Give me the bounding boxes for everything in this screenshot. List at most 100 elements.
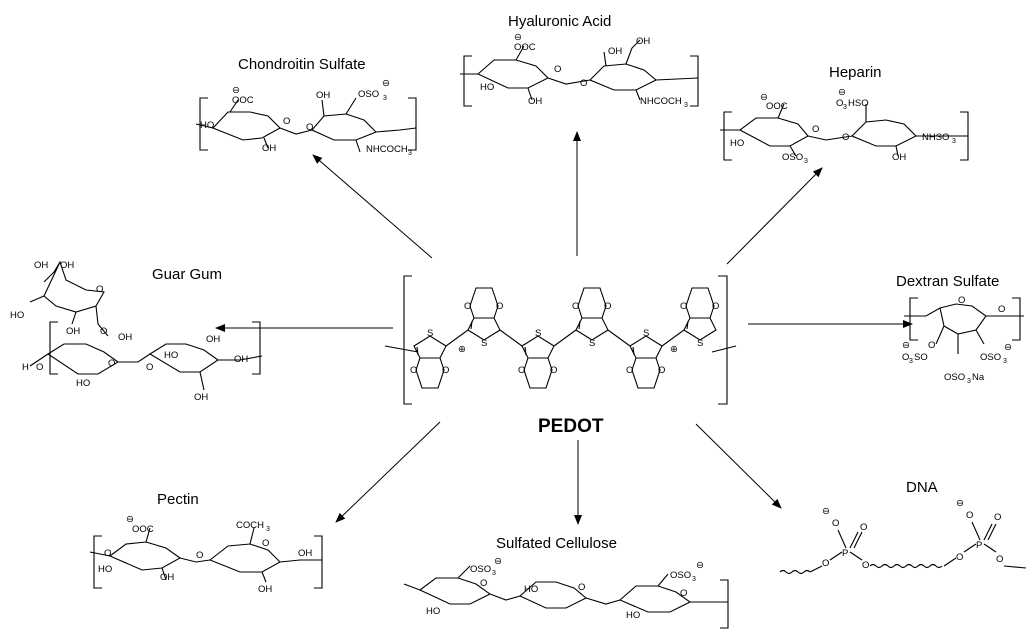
svg-text:3: 3 [408, 150, 412, 157]
chondroitin-charge-1: ⊖ [232, 85, 240, 96]
chondroitin-structure: OOC ⊖ OSO 3 ⊖ OH HO OH O O NHCOCH 3 [195, 78, 417, 157]
svg-text:OH: OH [60, 260, 74, 271]
svg-text:OH: OH [234, 354, 248, 365]
sulfur-atom: S [643, 328, 649, 339]
svg-text:O: O [108, 358, 115, 369]
charge-plus-left: ⊕ [458, 344, 466, 355]
label-dna: DNA [906, 479, 938, 496]
svg-text:HSO: HSO [848, 98, 869, 109]
svg-text:HO: HO [76, 378, 90, 389]
sulfur-atom: S [589, 338, 595, 349]
arrow-to-chondroitin [312, 154, 433, 259]
svg-text:⊖: ⊖ [838, 87, 846, 98]
chondroitin-oso: OSO [358, 89, 379, 100]
svg-text:OSO: OSO [980, 352, 1001, 363]
inter-ring-bond-3 [553, 329, 577, 347]
label-dextran-sulfate: Dextran Sulfate [896, 273, 999, 290]
svg-text:3: 3 [1003, 358, 1007, 365]
inter-ring-bond-4 [607, 329, 631, 347]
svg-text:O: O [146, 362, 153, 373]
svg-text:O: O [480, 578, 487, 589]
svg-text:O: O [842, 132, 849, 143]
oxygen-atom: O [680, 301, 687, 312]
svg-text:HO: HO [164, 350, 178, 361]
svg-text:OH: OH [194, 392, 208, 403]
cellulose-oso-1: OSO [470, 564, 491, 575]
svg-text:OH: OH [258, 584, 272, 595]
dioxane-ring-3 [523, 357, 553, 389]
svg-text:O: O [994, 512, 1001, 523]
svg-text:O: O [306, 122, 313, 133]
pectin-ooc: OOC [132, 524, 154, 535]
oxygen-atom: O [572, 301, 579, 312]
svg-text:O: O [100, 326, 107, 337]
svg-text:OH: OH [298, 548, 312, 559]
dioxane-ring-2 [469, 287, 499, 319]
svg-text:OSO: OSO [944, 372, 965, 383]
svg-text:3: 3 [684, 102, 688, 109]
svg-text:O: O [902, 352, 909, 363]
oxygen-atom: O [604, 301, 611, 312]
sulfur-atom: S [481, 338, 487, 349]
pedot-bracket-right [718, 275, 728, 405]
oxygen-atom: O [464, 301, 471, 312]
dextran-structure: O O O O 3 SO ⊖ OSO 3 ⊖ OSO 3 Na [902, 295, 1024, 385]
chondroitin-ooc: OOC [232, 95, 254, 106]
pedot-bracket-left [403, 275, 412, 405]
svg-text:O: O [998, 304, 1005, 315]
arrow-to-heparin [726, 167, 823, 265]
svg-text:O: O [96, 284, 103, 295]
dioxane-ring-6 [685, 287, 715, 319]
svg-text:OH: OH [118, 332, 132, 343]
sulfur-atom: S [535, 328, 541, 339]
svg-text:⊖: ⊖ [514, 32, 522, 43]
thiophene-ring-4 [575, 317, 609, 341]
thiophene-double-bond-1 [416, 346, 419, 356]
svg-text:⊖: ⊖ [494, 556, 502, 567]
inter-ring-bond-2 [499, 329, 523, 347]
svg-text:O: O [966, 510, 973, 521]
charge-plus-right: ⊕ [670, 344, 678, 355]
svg-text:OH: OH [892, 152, 906, 163]
cellulose-oso-2: OSO [670, 570, 691, 581]
dna-backbone-wave-mid [869, 563, 943, 569]
label-hyaluronic-acid: Hyaluronic Acid [508, 13, 611, 30]
pectin-structure: ⊖ OOC COCH 3 HO OH O O O OH OH [89, 514, 323, 595]
svg-text:HO: HO [480, 82, 494, 93]
svg-text:O: O [836, 98, 843, 109]
oxygen-atom: O [658, 365, 665, 376]
svg-text:3: 3 [967, 378, 971, 385]
dioxane-ring-5 [631, 357, 661, 389]
thiophene-ring-6 [683, 317, 717, 341]
svg-text:O: O [958, 295, 965, 306]
thiophene-double-bond-6 [686, 320, 689, 330]
dioxane-ring-1 [415, 357, 445, 389]
heparin-oso: OSO [782, 152, 803, 163]
heparin-ooc: OOC [766, 101, 788, 112]
svg-text:O: O [680, 588, 687, 599]
label-pectin: Pectin [157, 491, 199, 508]
thiophene-ring-3 [521, 335, 555, 359]
svg-text:3: 3 [692, 576, 696, 583]
inter-ring-bond-1 [445, 329, 469, 347]
dioxane-ring-4 [577, 287, 607, 319]
svg-text:SO: SO [914, 352, 928, 363]
thiophene-double-bond-2 [470, 320, 473, 330]
label-guar-gum: Guar Gum [152, 266, 222, 283]
svg-text:3: 3 [383, 95, 387, 102]
svg-text:⊖: ⊖ [822, 506, 830, 517]
svg-text:⊖: ⊖ [696, 560, 704, 571]
dna-backbone-wave-left [779, 569, 811, 575]
oxygen-atom: O [496, 301, 503, 312]
svg-text:O: O [956, 552, 963, 563]
svg-text:O: O [578, 582, 585, 593]
oxygen-atom: O [442, 365, 449, 376]
svg-text:P: P [976, 540, 982, 551]
sulfur-atom: S [697, 338, 703, 349]
oxygen-atom: O [410, 365, 417, 376]
sulfur-atom: S [427, 328, 433, 339]
svg-text:O: O [104, 548, 111, 559]
oxygen-atom: O [712, 301, 719, 312]
